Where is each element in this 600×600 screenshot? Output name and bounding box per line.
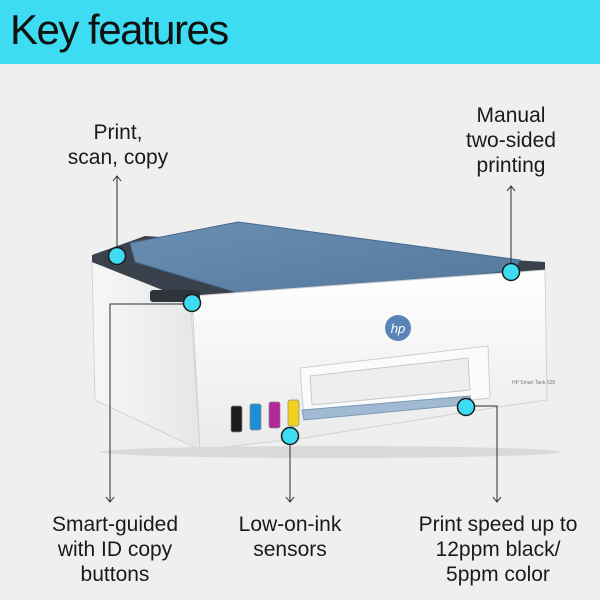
hp-logo	[385, 315, 411, 341]
ink-tank-cyan	[249, 403, 262, 431]
ink-tank-black	[230, 405, 243, 433]
ink-tank-magenta	[268, 401, 281, 429]
feature-print-scan-copy: Print, scan, copy	[67, 121, 169, 169]
feature-print-speed: Print speed up to 12ppm black/ 5ppm colo…	[418, 513, 578, 586]
callout-dot-smart-guided	[182, 293, 202, 313]
printer-shadow	[100, 446, 560, 458]
callout-dot-low-ink	[280, 426, 300, 446]
ink-tank-yellow	[287, 399, 300, 427]
callout-arrows	[105, 175, 516, 503]
callout-dots	[107, 246, 521, 446]
page-title: Key features	[10, 6, 229, 53]
feature-smart-guided: Smart-guided with ID copy buttons	[51, 513, 179, 586]
callout-dot-print-speed	[456, 397, 476, 417]
paper-output-recess	[309, 357, 471, 406]
feature-two-sided: Manual two-sided printing	[466, 104, 556, 177]
callout-dot-print-scan-copy	[107, 246, 127, 266]
callout-lines	[109, 176, 512, 502]
feature-low-ink: Low-on-ink sensors	[238, 513, 342, 561]
model-text: HP Smart Tank 525	[512, 380, 555, 386]
header-banner: Key features	[0, 0, 600, 64]
callout-dot-two-sided	[501, 262, 521, 282]
hp-logo-text: hp	[391, 321, 405, 336]
